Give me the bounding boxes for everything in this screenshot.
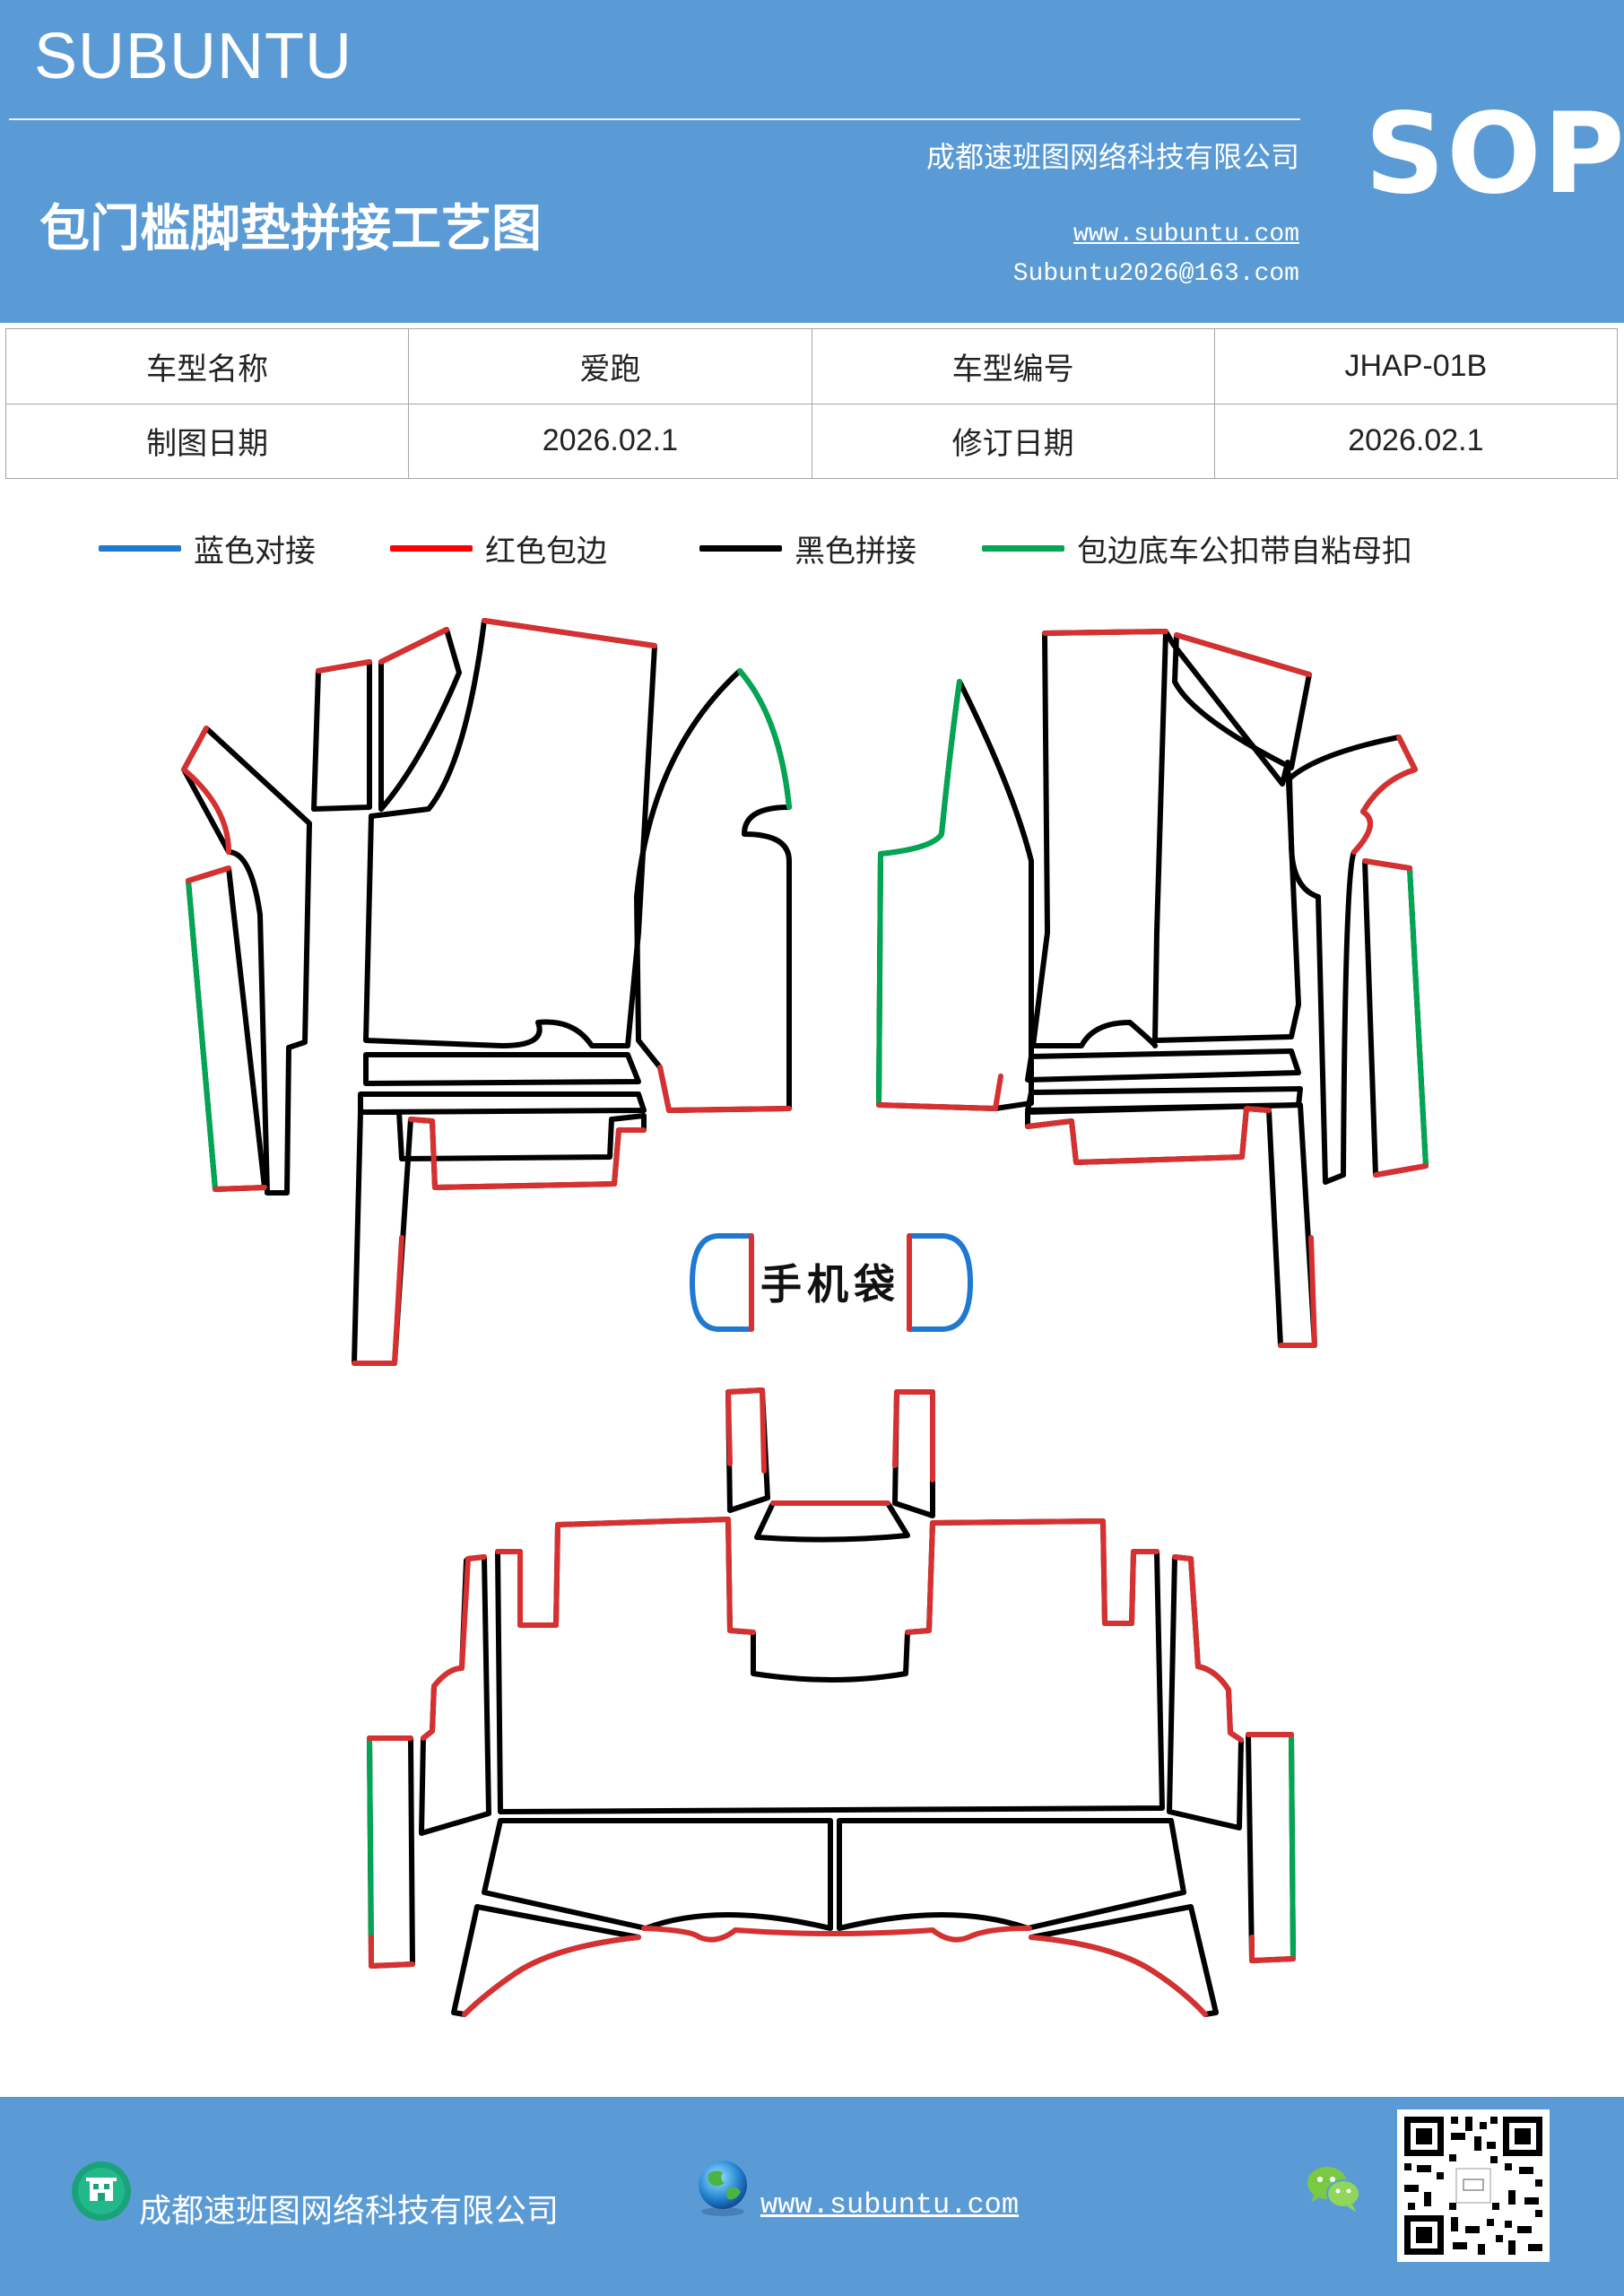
- legend-label: 红色包边: [485, 533, 607, 570]
- header-email: Subuntu2026@163.com: [1012, 260, 1299, 288]
- table-cell: 制图日期: [4, 403, 410, 479]
- legend-swatch-blue: [99, 544, 181, 552]
- table-cell: 2026.02.1: [1213, 403, 1619, 479]
- globe-icon: [699, 2161, 747, 2216]
- legend-label: 黑色拼接: [795, 533, 916, 570]
- table-row: 制图日期 2026.02.1 修订日期 2026.02.1: [4, 403, 1619, 479]
- phone-pocket: [690, 1233, 973, 1332]
- table-cell: 修订日期: [811, 403, 1215, 479]
- footer-website-link[interactable]: www.subuntu.com: [760, 2188, 1020, 2222]
- wechat-icon: [1307, 2167, 1360, 2212]
- table-cell: JHAP-01B: [1213, 328, 1619, 404]
- header-bar: [0, 0, 1624, 323]
- legend-label: 包边底车公扣带自粘母扣: [1077, 533, 1412, 570]
- table-cell: 车型编号: [811, 328, 1215, 404]
- header-company: 成都速班图网络科技有限公司: [925, 140, 1299, 174]
- legend-swatch-red: [390, 544, 473, 552]
- table-cell: 爱跑: [408, 328, 812, 404]
- building-icon: [72, 2161, 131, 2221]
- legend-item-black: 黑色拼接: [699, 529, 916, 570]
- legend-swatch-black: [699, 544, 782, 552]
- brand-name: SUBUNTU: [34, 21, 353, 92]
- legend-swatch-green: [982, 544, 1064, 552]
- footer-company: 成都速班图网络科技有限公司: [139, 2193, 560, 2230]
- legend-item-red: 红色包边: [390, 529, 607, 570]
- header-website-link[interactable]: www.subuntu.com: [1073, 221, 1299, 248]
- qr-code[interactable]: [1397, 2109, 1550, 2262]
- table-cell: 车型名称: [4, 328, 410, 404]
- rear-mats: [367, 1387, 1296, 2017]
- legend-item-green: 包边底车公扣带自粘母扣: [982, 529, 1412, 570]
- floor-mat-splice-diagram: 手机袋: [181, 618, 1429, 2017]
- header-divider: [9, 118, 1300, 120]
- front-left-mats: [181, 618, 792, 1366]
- phone-pocket-label: 手机袋: [760, 1260, 900, 1309]
- front-right-mats: [876, 629, 1429, 1348]
- table-cell: 2026.02.1: [408, 403, 812, 479]
- sop-badge: SOP: [1365, 90, 1624, 219]
- document-title: 包门槛脚垫拼接工艺图: [39, 199, 542, 258]
- qr-code-pattern: [1404, 2117, 1542, 2255]
- table-row: 车型名称 爱跑 车型编号 JHAP-01B: [4, 328, 1619, 404]
- vehicle-info-table: 车型名称 爱跑 车型编号 JHAP-01B 制图日期 2026.02.1 修订日…: [4, 328, 1619, 479]
- legend-item-blue: 蓝色对接: [99, 529, 316, 570]
- legend-label: 蓝色对接: [194, 533, 316, 570]
